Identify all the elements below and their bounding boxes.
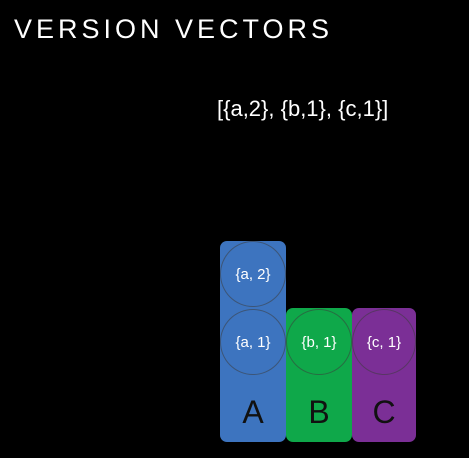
version-vector-text: [{a,2}, {b,1}, {c,1}] <box>217 96 389 121</box>
node-c-column: {c, 1} C <box>352 308 416 442</box>
node-a-entry-a1: {a, 1} <box>220 309 286 375</box>
node-b-column: {b, 1} B <box>286 308 352 442</box>
slide-title: VERSION VECTORS <box>14 14 334 44</box>
node-a-column: {a, 2} {a, 1} A <box>220 241 286 442</box>
node-c-label: C <box>372 394 396 430</box>
node-b-label: B <box>308 394 330 430</box>
node-a-entry-a2: {a, 2} <box>220 241 286 307</box>
node-b-entry-b1: {b, 1} <box>286 309 352 375</box>
node-a-label: A <box>242 394 264 430</box>
node-c-entry-c1: {c, 1} <box>352 309 416 375</box>
